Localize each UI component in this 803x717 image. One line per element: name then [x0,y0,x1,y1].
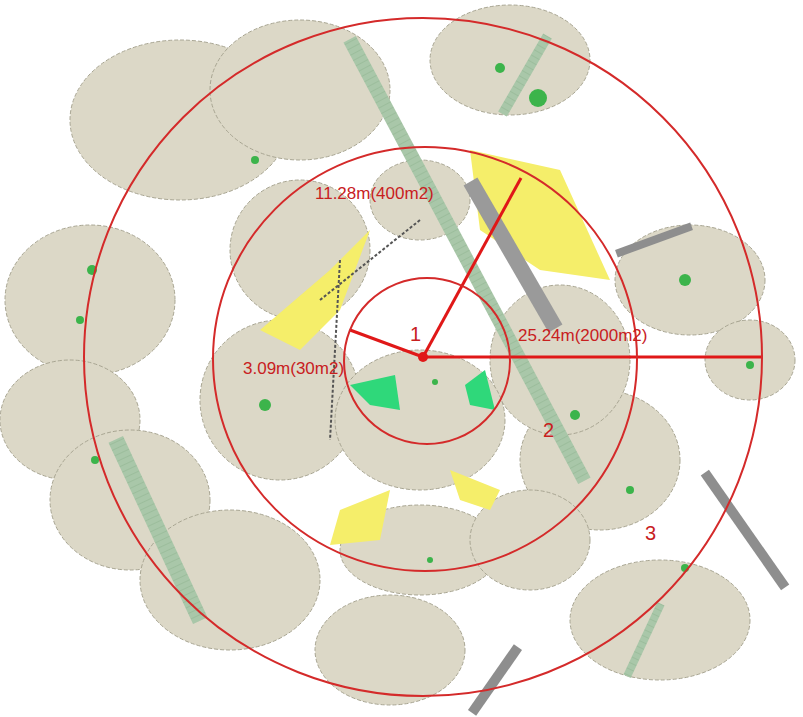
tree-stems [76,63,754,572]
fallen-logs [108,34,789,716]
tree-crowns [0,5,795,705]
radius-dimension: 11.28m(400m2) [315,185,434,202]
circle-number: 3 [645,523,656,543]
radius-dimension: 3.09m(30m2) [243,360,344,377]
radius-dimension: 25.24m(2000m2) [518,327,647,344]
sample-circle: 21 [212,146,638,572]
radius-lines [350,178,763,357]
circle-number: 2 [543,420,554,440]
plot-centre [418,352,428,362]
sample-circle: 321 [83,17,763,697]
sample-circle: 1 [343,277,511,445]
circle-number: 1 [410,324,421,344]
